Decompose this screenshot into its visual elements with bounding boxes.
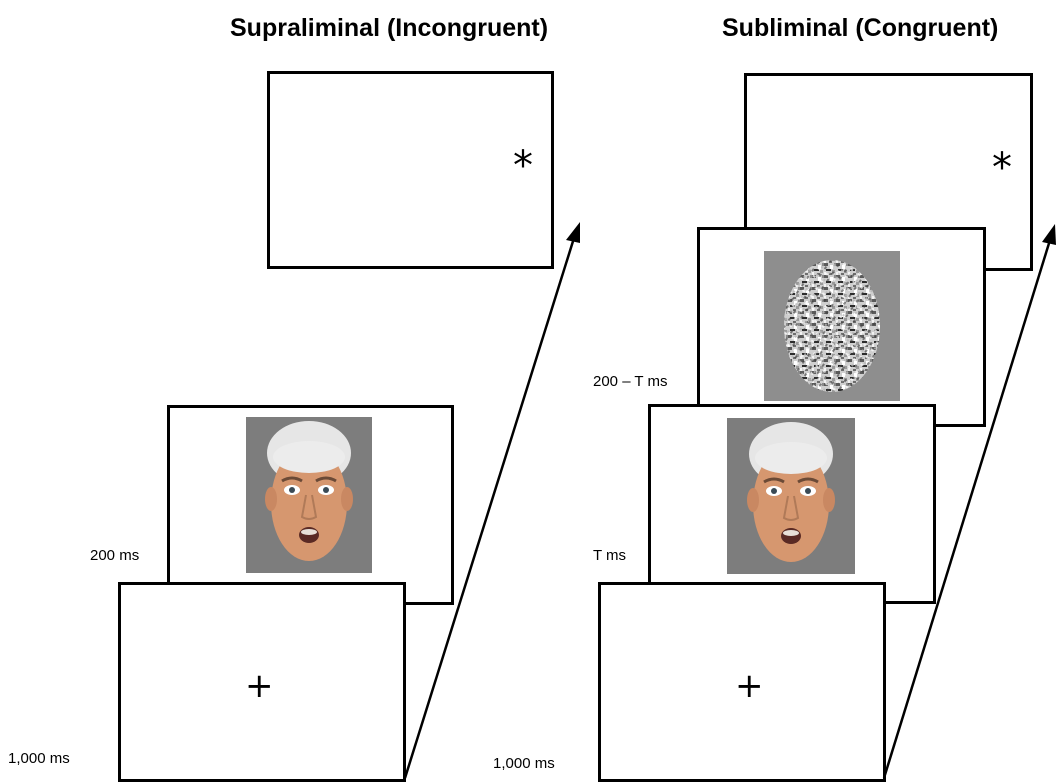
fixation-cross: + [245, 666, 274, 706]
supraliminal-face-duration: 200 ms [90, 547, 140, 564]
supraliminal-fixation-frame: + [118, 582, 406, 782]
fearful-face-icon [265, 421, 353, 561]
time-arrow-icon [882, 224, 1056, 779]
time-arrow-icon [403, 222, 580, 779]
supraliminal-face-frame [167, 405, 454, 605]
noise-mask-image [764, 251, 900, 401]
face-image [727, 418, 855, 574]
target-asterisk: * [513, 143, 533, 189]
subliminal-mask-frame [697, 227, 986, 427]
fixation-cross: + [735, 666, 764, 706]
target-asterisk: * [992, 145, 1012, 191]
supraliminal-target-frame: * [267, 71, 554, 269]
subliminal-fixation-duration: 1,000 ms [493, 755, 555, 772]
noise-mask-icon [784, 260, 880, 392]
fearful-face-icon [747, 422, 835, 562]
subliminal-face-duration: T ms [593, 547, 627, 564]
subliminal-title: Subliminal (Congruent) [722, 14, 999, 42]
subliminal-mask-duration: 200 – T ms [593, 373, 668, 390]
supraliminal-fixation-duration: 1,000 ms [8, 750, 70, 767]
supraliminal-title: Supraliminal (Incongruent) [230, 14, 549, 42]
face-image [246, 417, 372, 573]
